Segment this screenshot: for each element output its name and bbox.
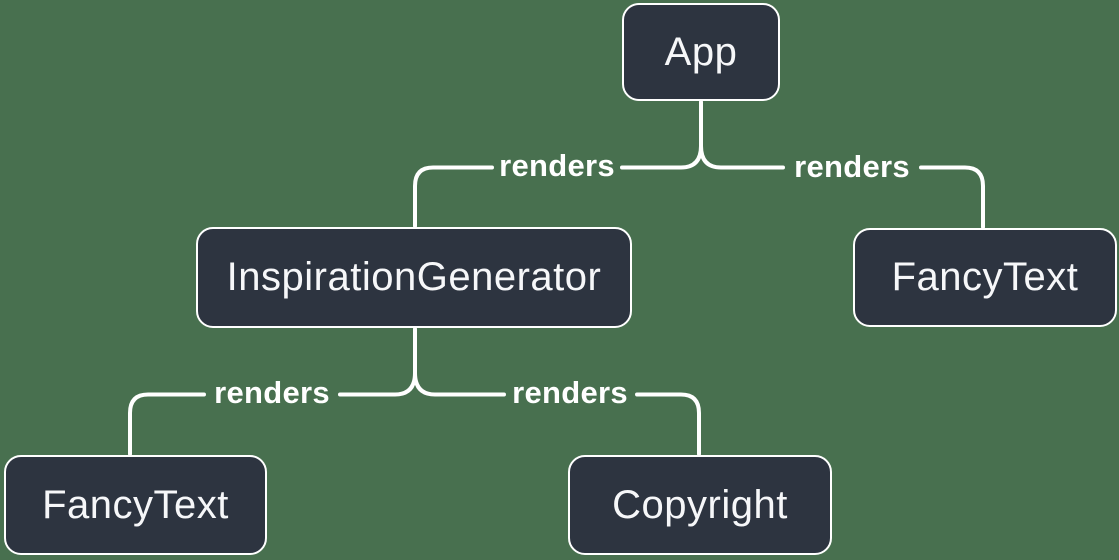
edge-app-to-fancytext-corner (919, 165, 985, 229)
tree-node-fancytext-left-label: FancyText (42, 482, 229, 527)
tree-node-copyright: Copyright (568, 455, 832, 555)
edge-label-app-fancytext: renders (794, 149, 910, 184)
tree-node-inspiration-generator: InspirationGenerator (196, 227, 632, 328)
edge-inspirationgenerator-to-fancytext-corner (128, 392, 206, 456)
edge-app-to-fancytext-right-branch (699, 144, 785, 170)
edge-inspirationgenerator-to-fancytext-left-branch (338, 327, 417, 397)
tree-node-app-label: App (664, 29, 738, 74)
tree-node-copyright-label: Copyright (612, 482, 788, 527)
tree-node-fancytext-right-label: FancyText (891, 255, 1079, 299)
edge-label-app-inspirationgenerator: renders (499, 148, 615, 183)
edge-app-to-inspirationgenerator-left-branch (620, 100, 703, 170)
edge-app-to-inspirationgenerator-corner (413, 165, 494, 228)
edge-label-inspirationgenerator-copyright: renders (512, 375, 628, 410)
edge-inspirationgenerator-to-copyright-right-branch (413, 371, 506, 397)
tree-node-fancytext-left: FancyText (4, 455, 267, 555)
tree-node-fancytext-right: FancyText (853, 228, 1117, 327)
edge-inspirationgenerator-to-copyright-corner (635, 392, 701, 456)
tree-node-inspiration-generator-label: InspirationGenerator (226, 255, 602, 299)
tree-node-app: App (622, 3, 780, 101)
edge-label-inspirationgenerator-fancytext: renders (214, 375, 330, 410)
